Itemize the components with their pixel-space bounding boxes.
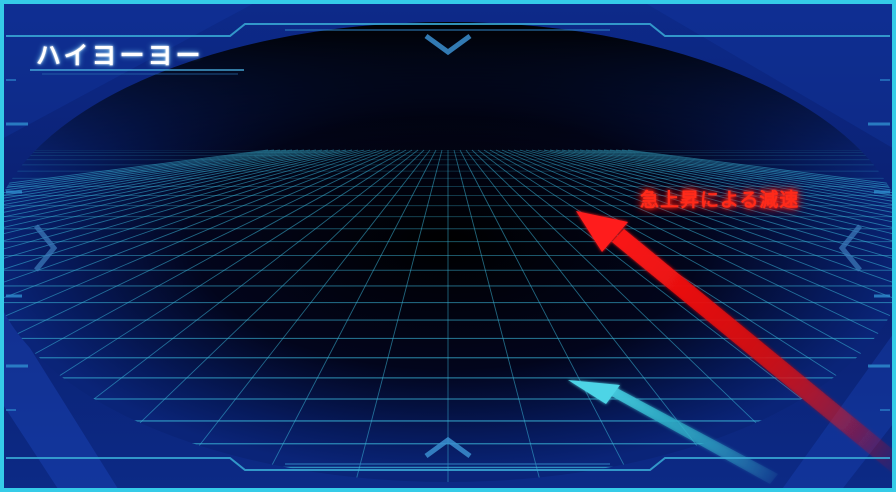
grid-line (453, 149, 544, 482)
frame-bottom-line (6, 457, 890, 471)
grid-line (549, 149, 896, 482)
grid-line (0, 149, 413, 482)
grid-line (0, 149, 383, 482)
grid-line (0, 149, 401, 482)
grid-line (352, 149, 443, 482)
grid-line (0, 149, 359, 482)
grid-line (483, 149, 896, 482)
title-plate: ハイヨーヨー (28, 34, 244, 74)
grid-line (0, 149, 395, 482)
grid-line (507, 149, 896, 482)
grid-line (573, 149, 896, 482)
grid-line (0, 149, 389, 482)
grid-line (513, 149, 896, 482)
grid-line (501, 149, 896, 482)
corner-streak (640, 0, 896, 150)
grid-line (567, 149, 896, 482)
grid-line (459, 149, 639, 482)
grid-line (561, 149, 896, 482)
chevron-up-icon (424, 436, 472, 459)
grid-line (531, 149, 896, 482)
grid-line (0, 149, 347, 482)
grid-line (555, 149, 896, 482)
flight-path-arrow-shaft (608, 386, 778, 484)
climb-arrow-head (576, 211, 628, 252)
chevron-left-icon (838, 224, 862, 272)
flight-path-arrow-head (568, 380, 620, 404)
grid-line (257, 149, 437, 482)
frame-top-line (6, 23, 890, 37)
annotation-label: 急上昇による減速 (640, 189, 800, 211)
grid-line (525, 149, 896, 482)
climb-arrow-shaft (612, 229, 896, 476)
grid-line (489, 149, 896, 482)
grid-line (162, 149, 431, 482)
grid-line (0, 149, 371, 482)
grid-line (495, 149, 896, 482)
flight-path-arrow (568, 380, 778, 484)
page-title: ハイヨーヨー (36, 41, 204, 70)
grid-line (0, 149, 323, 482)
chevron-down-icon (424, 33, 472, 56)
grid-line (543, 149, 896, 482)
grid-line (519, 149, 896, 482)
grid-line (0, 149, 353, 482)
grid-line (0, 149, 365, 482)
grid-line (0, 149, 407, 482)
climb-arrow (576, 211, 896, 476)
grid-line (0, 149, 377, 482)
grid-line (537, 149, 896, 482)
grid-line (0, 149, 341, 482)
chevron-right-icon (34, 224, 58, 272)
grid-line (0, 149, 335, 482)
grid-line (0, 149, 329, 482)
